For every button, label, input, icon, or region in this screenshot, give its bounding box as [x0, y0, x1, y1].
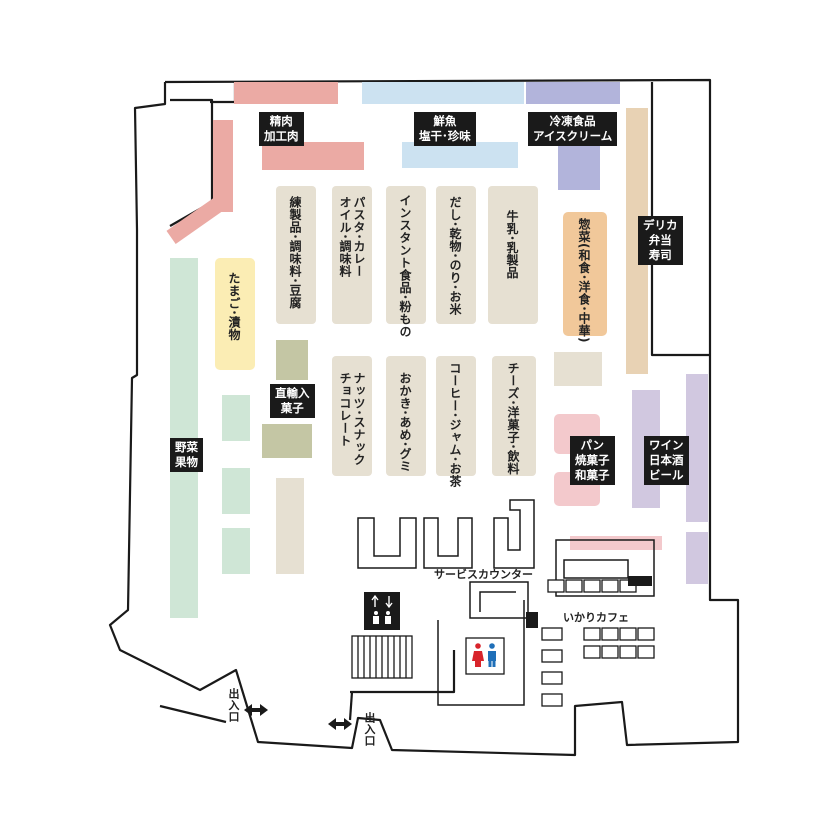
- restroom: [465, 637, 505, 675]
- wine-island: [632, 390, 660, 508]
- cafe-seat: [541, 671, 563, 685]
- bread-shelf-lower: [554, 472, 600, 506]
- double-arrow-icon: [244, 704, 268, 716]
- meat-diagonal-shelf: [166, 195, 227, 244]
- inner-wall-entrance: [159, 704, 227, 724]
- inner-wall-mid: [350, 650, 456, 694]
- import-sweets-shelf-1: [276, 340, 308, 380]
- aisle-okaki-shelf: [386, 356, 426, 476]
- cafe-table: [583, 579, 601, 593]
- cafe-table: [637, 627, 655, 641]
- cafe-table: [565, 579, 583, 593]
- gondola-end: [276, 478, 304, 574]
- bread-wall-shelf: [570, 536, 662, 550]
- checkout-lane-2: [423, 517, 473, 569]
- service-counter-desk: [479, 591, 516, 612]
- outer-wall: [108, 78, 740, 757]
- import-sweets-shelf-2: [262, 424, 312, 458]
- produce-island-2: [222, 468, 250, 514]
- frozen-wall-shelf: [526, 82, 620, 104]
- cafe-table: [619, 627, 637, 641]
- produce-island-3: [222, 528, 250, 574]
- aisle-coffee-shelf: [436, 356, 476, 476]
- cafe-table: [619, 645, 637, 659]
- restroom-icon: [472, 643, 496, 667]
- aisle-nerimono-shelf: [276, 186, 316, 324]
- cafe-table: [601, 645, 619, 659]
- elevator: [364, 592, 400, 630]
- cafe-counter-dark: [628, 576, 652, 586]
- checkout-lane-3: [493, 499, 535, 569]
- egg-shelf: [215, 258, 255, 370]
- service-pillar: [526, 612, 538, 628]
- cafe-table: [637, 645, 655, 659]
- inner-wall-deli: [650, 82, 710, 357]
- stairs: [351, 635, 413, 679]
- elevator-icon: [371, 594, 393, 624]
- fish-case: [402, 142, 518, 168]
- meat-side-shelf: [213, 120, 233, 212]
- inner-wall-top: [210, 82, 237, 104]
- service-counter: [469, 581, 529, 619]
- wine-wall-shelf-top: [686, 374, 708, 522]
- bread-case: [554, 352, 602, 386]
- bread-shelf: [554, 414, 600, 454]
- produce-wall-shelf: [170, 258, 198, 618]
- produce-island-1: [222, 395, 250, 441]
- cafe-table: [601, 579, 619, 593]
- checkout-lane-1: [357, 517, 417, 569]
- back-wall: [437, 600, 525, 706]
- aisle-instant-shelf: [386, 186, 426, 324]
- double-arrow-icon: [328, 718, 352, 730]
- inner-wall-corridor: [348, 691, 354, 721]
- fish-wall-shelf: [362, 82, 524, 104]
- cafe-bar: [563, 559, 629, 579]
- frozen-case: [558, 142, 600, 190]
- cafe-table: [547, 579, 565, 593]
- aisle-cheese-shelf: [492, 356, 536, 476]
- aisle-pasta-shelf: [332, 186, 372, 324]
- cafe-table: [583, 627, 601, 641]
- cafe-area: [555, 539, 655, 597]
- aisle-milk-shelf: [488, 186, 538, 324]
- aisle-dashi-shelf: [436, 186, 476, 324]
- cafe-seat: [541, 627, 563, 641]
- cafe-seat: [541, 693, 563, 707]
- deli-wall-shelf: [626, 108, 648, 374]
- wine-wall-shelf-bottom: [686, 532, 708, 584]
- meat-case: [262, 142, 364, 170]
- cafe-table: [583, 645, 601, 659]
- aisle-nuts-shelf: [332, 356, 372, 476]
- cafe-table: [601, 627, 619, 641]
- cafe-seat: [541, 649, 563, 663]
- meat-wall-shelf: [234, 82, 338, 104]
- souzai-shelf: [563, 212, 607, 336]
